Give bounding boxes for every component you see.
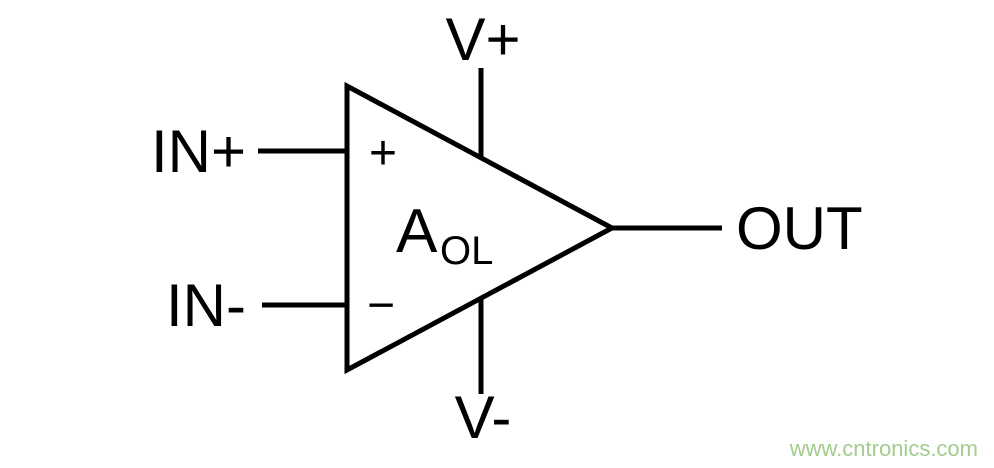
v-plus-label: V+ bbox=[445, 6, 520, 73]
inverting-input-sign: − bbox=[367, 279, 395, 332]
noninverting-input-sign: + bbox=[369, 127, 397, 180]
v-minus-label: V- bbox=[455, 384, 512, 451]
gain-label-main: A bbox=[396, 197, 438, 266]
watermark-text: www.cntronics.com bbox=[789, 436, 978, 461]
out-label: OUT bbox=[736, 195, 863, 262]
gain-label-subscript: OL bbox=[440, 229, 493, 273]
in-plus-label: IN+ bbox=[151, 118, 246, 185]
in-minus-label: IN- bbox=[166, 272, 246, 339]
